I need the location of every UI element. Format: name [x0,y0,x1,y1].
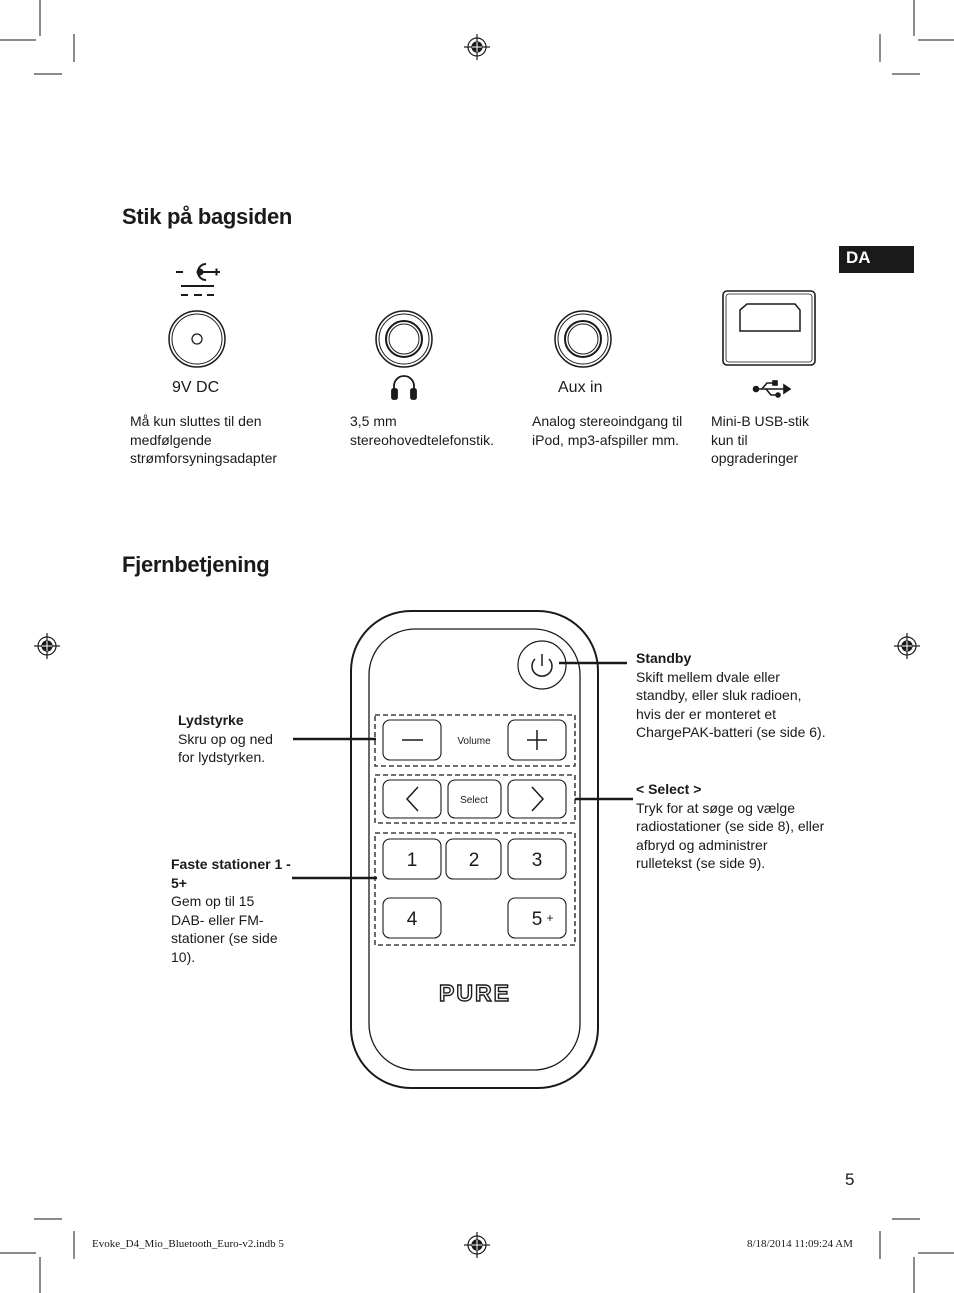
select-label: Select [460,795,488,806]
select-button [447,779,502,819]
connector-label-aux: Aux in [558,379,603,396]
language-tab: DA [839,246,914,273]
standby-button [517,640,567,690]
headphone-jack-port [375,310,433,368]
preset-button-1 [382,838,442,880]
connector-label-dc: 9V DC [172,379,220,396]
preset-number: 3 [532,850,543,871]
plus-icon [527,730,547,750]
section-title-remote: Fjernbetjening [122,552,270,577]
chevron-right-icon [531,786,545,812]
registration-mark-icon [34,34,920,1258]
connector-description-aux: Analog stereoindgang til iPod, mp3-afspi… [532,413,683,448]
select-left-button [382,779,442,819]
page-number: 5 [845,1170,855,1189]
volume-label: Volume [457,736,491,747]
callout-select: < Select >Tryk for at søge og vælge radi… [636,781,825,871]
preset-button-4 [382,897,442,939]
select-right-button [507,779,567,819]
preset-button-3 [507,838,567,880]
connector-description-headphones: 3,5 mm stereohovedtelefonstik. [350,413,494,448]
preset-number: 2 [469,850,480,871]
connector-description-dc: Må kun sluttes til den medfølgende strøm… [130,413,278,466]
preset-number: 5 [532,909,543,930]
callout-presets: Faste stationer 1 - 5+Gem op til 15 DAB-… [171,856,291,965]
preset-button-5 [507,897,567,939]
preset-number: 4 [407,909,418,930]
usb-port [722,290,816,366]
aux-jack-icon [554,310,612,368]
brand-logo: PURE [439,980,511,1006]
connector-graphics [168,263,816,400]
preset-number: 1 [407,850,418,871]
dc-power-symbol-icon [176,263,220,296]
usb-icon [752,380,792,398]
chevron-left-icon [405,786,419,812]
connector-description-usb: Mini-B USB-stik kun til opgraderinger [711,413,810,466]
headphones-icon [391,375,417,400]
dc-jack-port [168,310,226,368]
footer-filename: Evoke_D4_Mio_Bluetooth_Euro-v2.indb 5 [92,1238,284,1250]
preset-button-2 [445,838,502,880]
preset-plus: + [546,911,553,925]
footer-timestamp: 8/18/2014 11:09:24 AM [747,1238,853,1250]
section-title-connectors: Stik på bagsiden [122,204,293,229]
